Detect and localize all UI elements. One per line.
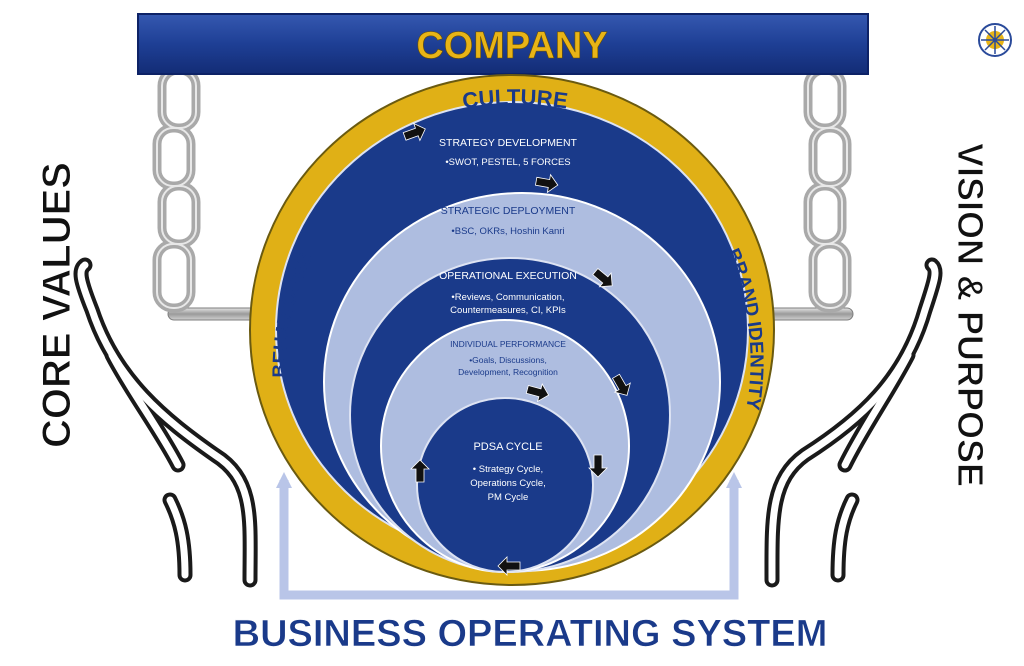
level-3-line-1: •Reviews, Communication, [451, 292, 564, 303]
level-4-line-2: Development, Recognition [458, 367, 558, 377]
level-5-line-1: • Strategy Cycle, [473, 464, 543, 475]
system-frame [279, 480, 739, 600]
level-2-line-1: •BSC, OKRs, Hoshin Kanri [451, 226, 564, 237]
flow-arrow-4 [525, 383, 550, 403]
level-1-title: STRATEGY DEVELOPMENT [439, 137, 577, 149]
side-label-vision-purpose: VISION & PURPOSE [950, 143, 991, 487]
company-banner [137, 13, 869, 75]
frame-arrow-left [276, 472, 292, 488]
level-3-title: OPERATIONAL EXECUTION [439, 270, 577, 282]
level-5-line-2: Operations Cycle, [470, 478, 546, 489]
level-3-line-2: Countermeasures, CI, KPIs [450, 305, 566, 316]
level-5-line-3: PM Cycle [488, 492, 529, 503]
footer-title: BUSINESS OPERATING SYSTEM [233, 613, 828, 655]
flow-arrow-7 [497, 556, 521, 576]
flow-arrow-1 [402, 122, 426, 142]
side-label-core-values: CORE VALUES [35, 162, 79, 448]
frame-arrow-right [726, 472, 742, 488]
banner-title: COMPANY [416, 25, 607, 67]
level-4-title: INDIVIDUAL PERFORMANCE [450, 339, 566, 349]
level-4-line-1: •Goals, Discussions, [469, 355, 547, 365]
ring-label-culture: CULTURE [461, 84, 570, 113]
flow-arrows [402, 122, 631, 576]
flow-arrow-8 [410, 459, 430, 483]
flow-arrow-3 [592, 267, 613, 288]
flow-arrow-2 [534, 173, 559, 194]
flow-arrow-5 [611, 373, 631, 396]
target-globe-icon [978, 23, 1012, 57]
level-1-line-1: •SWOT, PESTEL, 5 FORCES [445, 157, 570, 168]
level-2-title: STRATEGIC DEPLOYMENT [441, 205, 576, 217]
flow-arrow-6 [588, 454, 608, 478]
level-5-title: PDSA CYCLE [473, 441, 542, 453]
